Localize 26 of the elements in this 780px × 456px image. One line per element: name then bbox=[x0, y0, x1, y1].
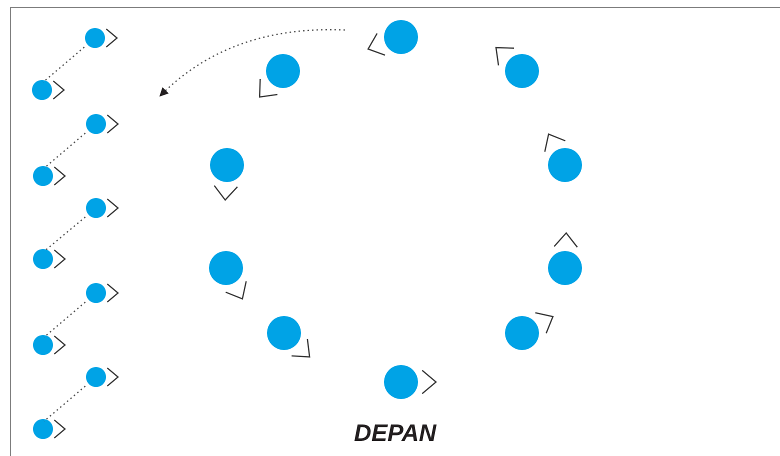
person-marker bbox=[85, 28, 118, 48]
caption-text: DEPAN bbox=[354, 420, 436, 448]
person-marker bbox=[86, 198, 119, 218]
person-marker bbox=[86, 367, 119, 387]
person-marker bbox=[367, 20, 418, 56]
person-marker bbox=[33, 249, 66, 269]
person-marker bbox=[210, 148, 244, 202]
person-marker bbox=[495, 46, 539, 88]
person-marker bbox=[32, 80, 65, 100]
person-marker bbox=[544, 133, 582, 182]
person-marker bbox=[86, 283, 119, 303]
person-marker bbox=[86, 114, 119, 134]
connector-line bbox=[44, 386, 86, 422]
person-marker bbox=[33, 335, 66, 355]
person-marker bbox=[384, 365, 438, 399]
connector-line bbox=[44, 302, 86, 338]
person-marker bbox=[209, 251, 247, 300]
connector-line bbox=[44, 216, 86, 252]
connector-line bbox=[44, 132, 86, 169]
person-marker bbox=[33, 419, 66, 439]
person-marker bbox=[33, 166, 66, 186]
person-marker bbox=[258, 54, 300, 98]
person-marker bbox=[267, 316, 310, 358]
connector-line bbox=[42, 46, 85, 83]
person-marker bbox=[548, 232, 582, 285]
person-marker bbox=[505, 312, 554, 350]
